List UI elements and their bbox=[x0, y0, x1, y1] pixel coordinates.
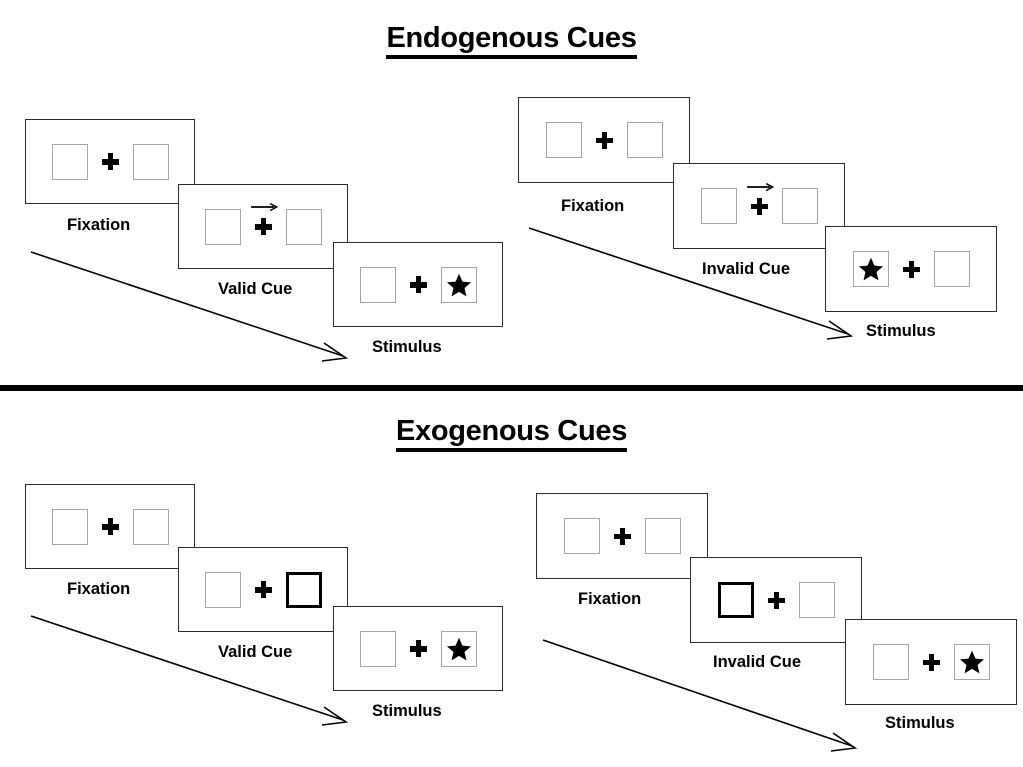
frame-exogenous-invalid-fixation bbox=[536, 493, 708, 579]
left-placeholder-box bbox=[700, 188, 737, 224]
right-placeholder-box bbox=[933, 251, 970, 287]
endogenous-invalid-time-arrow bbox=[528, 227, 854, 340]
section-title-endogenous: Endogenous Cues bbox=[0, 22, 1023, 59]
frame-inner bbox=[359, 266, 477, 303]
right-placeholder-box bbox=[132, 508, 169, 545]
label-exogenous-valid-cue: Valid Cue bbox=[218, 643, 293, 661]
frame-exogenous-valid-fixation bbox=[25, 484, 195, 569]
cue-arrow-right-icon bbox=[747, 182, 775, 191]
frame-inner bbox=[51, 143, 169, 180]
section-title-endogenous-text: Endogenous Cues bbox=[386, 22, 637, 59]
section-title-exogenous: Exogenous Cues bbox=[0, 415, 1023, 452]
left-placeholder-box bbox=[359, 630, 396, 667]
fixation-cross-icon bbox=[922, 653, 940, 671]
star-target-icon bbox=[858, 257, 883, 281]
right-placeholder-box bbox=[440, 630, 477, 667]
right-placeholder-box bbox=[781, 188, 818, 224]
frame-inner bbox=[852, 251, 970, 287]
frame-inner bbox=[204, 203, 322, 245]
label-endogenous-valid-stimulus: Stimulus bbox=[372, 338, 442, 356]
frame-inner bbox=[51, 508, 169, 545]
fixation-cross-icon bbox=[613, 527, 631, 545]
label-exogenous-invalid-stimulus: Stimulus bbox=[885, 714, 955, 732]
fixation-cross-icon bbox=[101, 518, 119, 535]
frame-inner bbox=[204, 571, 322, 608]
frame-endogenous-invalid-fixation bbox=[518, 97, 690, 183]
fixation-cross-icon bbox=[595, 131, 613, 149]
left-placeholder-box bbox=[563, 518, 600, 554]
fixation-cross-icon bbox=[409, 640, 427, 657]
right-placeholder-box bbox=[953, 644, 990, 680]
frame-exogenous-invalid-cue bbox=[690, 557, 862, 643]
fixation-cross-icon bbox=[409, 276, 427, 293]
frame-exogenous-valid-cue bbox=[178, 547, 348, 632]
left-placeholder-box bbox=[51, 143, 88, 180]
frame-inner bbox=[872, 644, 990, 680]
fixation-cross-icon bbox=[101, 153, 119, 170]
star-target-icon bbox=[959, 650, 984, 674]
label-exogenous-invalid-fixation: Fixation bbox=[578, 590, 642, 608]
fixation-cross-icon bbox=[747, 182, 775, 215]
right-placeholder-box bbox=[626, 122, 663, 158]
left-placeholder-box bbox=[545, 122, 582, 158]
frame-endogenous-valid-cue bbox=[178, 184, 348, 269]
section-title-exogenous-text: Exogenous Cues bbox=[395, 415, 627, 452]
label-endogenous-valid-fixation: Fixation bbox=[67, 216, 131, 234]
frame-inner bbox=[359, 630, 477, 667]
star-target-icon bbox=[446, 637, 471, 660]
endogenous-valid-time-arrow bbox=[30, 251, 349, 362]
left-placeholder-box bbox=[359, 266, 396, 303]
left-placeholder-box bbox=[872, 644, 909, 680]
fixation-cross-icon bbox=[767, 591, 785, 609]
frame-exogenous-invalid-stimulus bbox=[845, 619, 1017, 705]
label-exogenous-valid-fixation: Fixation bbox=[67, 580, 131, 598]
section-divider bbox=[0, 385, 1023, 391]
label-endogenous-invalid-cue: Invalid Cue bbox=[702, 260, 791, 278]
left-placeholder-box bbox=[51, 508, 88, 545]
cue-arrow-right-icon bbox=[251, 203, 279, 212]
right-placeholder-box bbox=[285, 208, 322, 245]
right-placeholder-box bbox=[798, 582, 835, 618]
frame-inner bbox=[717, 582, 835, 618]
label-endogenous-invalid-fixation: Fixation bbox=[561, 197, 625, 215]
frame-inner bbox=[700, 182, 818, 224]
right-placeholder-box bbox=[440, 266, 477, 303]
fixation-cross-icon bbox=[251, 203, 279, 235]
left-placeholder-box bbox=[204, 571, 241, 608]
frame-endogenous-invalid-cue bbox=[673, 163, 845, 249]
left-cue-box bbox=[717, 582, 754, 618]
frame-inner bbox=[545, 122, 663, 158]
frame-endogenous-invalid-stimulus bbox=[825, 226, 997, 312]
frame-endogenous-valid-stimulus bbox=[333, 242, 503, 327]
fixation-cross-icon bbox=[902, 260, 920, 278]
frame-endogenous-valid-fixation bbox=[25, 119, 195, 204]
label-exogenous-invalid-cue: Invalid Cue bbox=[713, 653, 802, 671]
right-placeholder-box bbox=[132, 143, 169, 180]
label-exogenous-valid-stimulus: Stimulus bbox=[372, 702, 442, 720]
label-endogenous-valid-cue: Valid Cue bbox=[218, 280, 293, 298]
exogenous-valid-time-arrow bbox=[30, 615, 349, 726]
exogenous-invalid-time-arrow bbox=[542, 639, 858, 752]
left-placeholder-box bbox=[852, 251, 889, 287]
right-cue-box bbox=[285, 571, 322, 608]
label-endogenous-invalid-stimulus: Stimulus bbox=[866, 322, 936, 340]
frame-inner bbox=[563, 518, 681, 554]
star-target-icon bbox=[446, 273, 471, 296]
fixation-cross-icon bbox=[254, 581, 272, 598]
right-placeholder-box bbox=[644, 518, 681, 554]
left-placeholder-box bbox=[204, 208, 241, 245]
frame-exogenous-valid-stimulus bbox=[333, 606, 503, 691]
